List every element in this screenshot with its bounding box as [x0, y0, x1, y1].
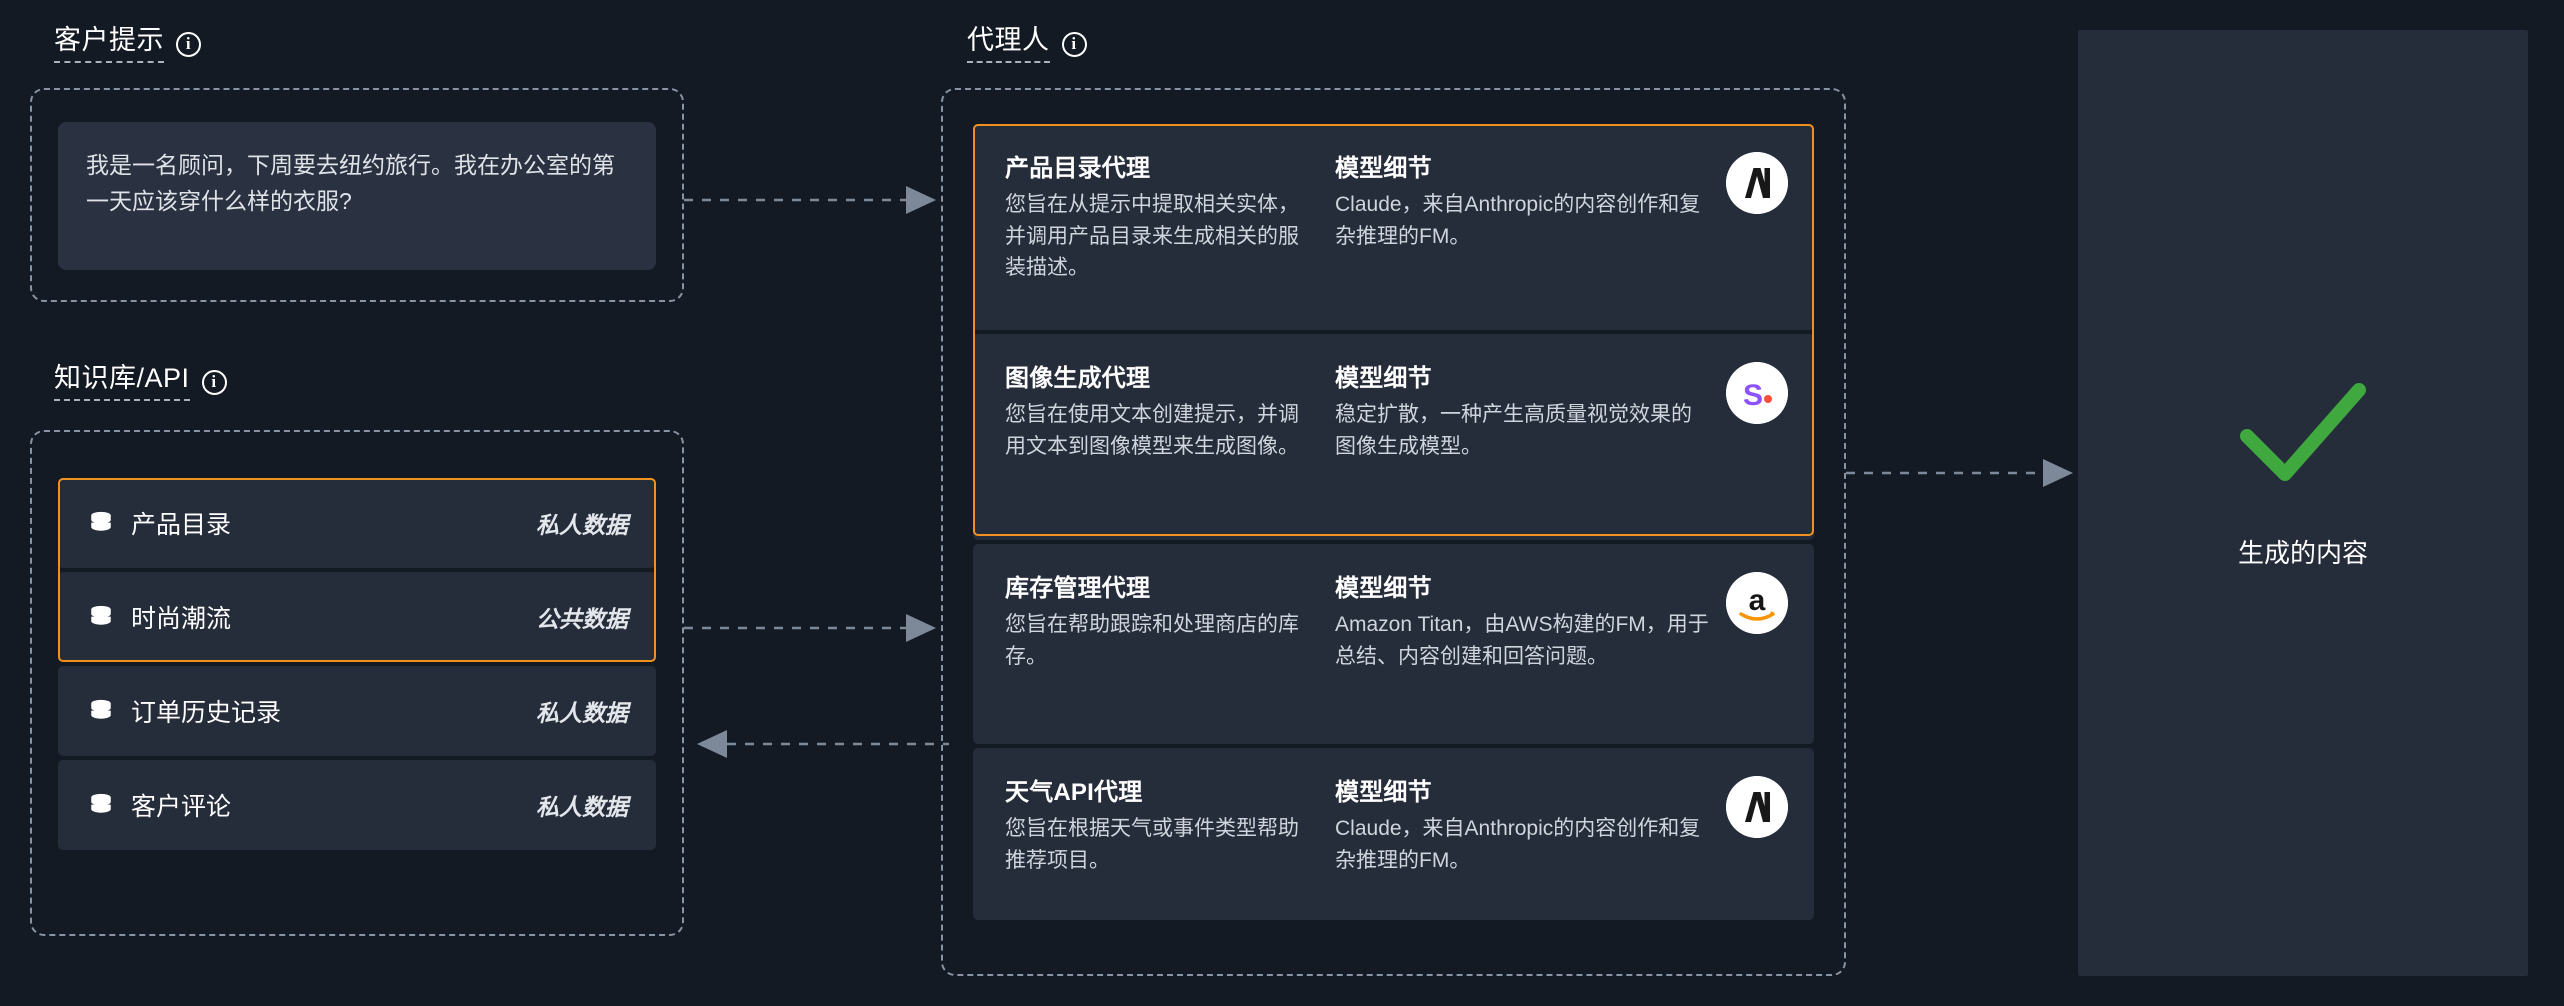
agent-info-column: 天气API代理您旨在根据天气或事件类型帮助推荐项目。: [1005, 772, 1335, 876]
database-icon: [88, 698, 114, 724]
info-icon[interactable]: i: [1061, 31, 1087, 57]
knowledge-base-row[interactable]: 时尚潮流 公共数据: [58, 572, 656, 662]
knowledge-base-tag: 私人数据: [536, 700, 628, 726]
knowledge-base-name: 时尚潮流: [131, 605, 232, 633]
connector-kb-to-agents: [684, 614, 936, 642]
knowledge-base-name: 产品目录: [131, 511, 232, 539]
model-description: 稳定扩散，一种产生高质量视觉效果的图像生成模型。: [1335, 403, 1692, 458]
knowledge-base-row-left: 客户评论: [88, 787, 231, 823]
knowledge-base-tag: 公共数据: [536, 606, 628, 632]
customer-prompt-bubble: 我是一名顾问，下周要去纽约旅行。我在办公室的第一天应该穿什么样的衣服?: [58, 122, 656, 270]
knowledge-base-row[interactable]: 订单历史记录 私人数据: [58, 666, 656, 756]
database-icon: [88, 792, 114, 818]
model-description: Claude，来自Anthropic的内容创作和复杂推理的FM。: [1335, 193, 1701, 248]
green-checkmark-icon: [2239, 380, 2367, 489]
agent-info-column: 图像生成代理您旨在使用文本创建提示，并调用文本到图像模型来生成图像。: [1005, 358, 1335, 462]
knowledge-base-row[interactable]: 客户评论 私人数据: [58, 760, 656, 850]
amazon-logo: a: [1726, 572, 1788, 634]
agent-description: 您旨在从提示中提取相关实体，并调用产品目录来生成相关的服装描述。: [1005, 193, 1299, 279]
generated-content-panel: 生成的内容: [2078, 30, 2528, 976]
connector-prompt-to-agents: [684, 186, 936, 214]
model-details-heading: 模型细节: [1335, 779, 1432, 806]
agent-description: 您旨在根据天气或事件类型帮助推荐项目。: [1005, 817, 1299, 872]
knowledge-base-tag: 私人数据: [536, 794, 628, 820]
customer-prompt-label-text: 客户提示: [54, 25, 164, 63]
agent-title: 库存管理代理: [1005, 575, 1151, 602]
svg-text:S: S: [1743, 379, 1763, 412]
agent-description: 您旨在帮助跟踪和处理商店的库存。: [1005, 613, 1299, 668]
agent-info-column: 产品目录代理您旨在从提示中提取相关实体，并调用产品目录来生成相关的服装描述。: [1005, 148, 1335, 284]
connector-agents-to-kb: [697, 730, 949, 758]
model-description: Amazon Titan，由AWS构建的FM，用于总结、内容创建和回答问题。: [1335, 613, 1709, 668]
database-icon: [88, 604, 114, 630]
customer-prompt-group: [30, 88, 684, 302]
agent-description: 您旨在使用文本创建提示，并调用文本到图像模型来生成图像。: [1005, 403, 1299, 458]
agent-model-column: 模型细节稳定扩散，一种产生高质量视觉效果的图像生成模型。: [1335, 358, 1720, 462]
info-icon[interactable]: i: [176, 31, 201, 57]
agent-model-column: 模型细节 Amazon Titan，由AWS构建的FM，用于总结、内容创建和回答问…: [1335, 568, 1720, 672]
knowledge-base-row-left: 产品目录: [88, 505, 231, 541]
knowledge-base-tag: 私人数据: [536, 512, 628, 538]
knowledge-base-name: 客户评论: [131, 793, 232, 821]
model-details-heading: 模型细节: [1335, 155, 1432, 182]
knowledge-base-row-left: 订单历史记录: [88, 693, 281, 729]
agent-card[interactable]: 产品目录代理您旨在从提示中提取相关实体，并调用产品目录来生成相关的服装描述。模型…: [973, 124, 1814, 330]
database-icon: [88, 510, 114, 536]
agents-label-text: 代理人: [967, 25, 1050, 63]
generated-content-label: 生成的内容: [2237, 538, 2368, 568]
agent-model-column: 模型细节 Claude，来自Anthropic的内容创作和复杂推理的FM。: [1335, 772, 1720, 876]
agent-title: 图像生成代理: [1005, 365, 1151, 392]
info-icon[interactable]: i: [201, 369, 227, 395]
customer-prompt-text: 我是一名顾问，下周要去纽约旅行。我在办公室的第一天应该穿什么样的衣服?: [86, 152, 615, 214]
knowledge-base-group: [30, 430, 684, 936]
stability-logo: S: [1726, 362, 1788, 424]
anthropic-logo: [1726, 152, 1788, 214]
knowledge-base-list: 产品目录私人数据时尚潮流公共数据订单历史记录私人数据客户评论私人数据: [58, 478, 656, 850]
svg-text:a: a: [1749, 584, 1766, 617]
connector-agents-to-output: [1846, 459, 2073, 487]
agent-title: 产品目录代理: [1005, 155, 1151, 182]
knowledge-base-name: 订单历史记录: [131, 699, 282, 727]
model-description: Claude，来自Anthropic的内容创作和复杂推理的FM。: [1335, 817, 1701, 872]
agent-info-column: 库存管理代理您旨在帮助跟踪和处理商店的库存。: [1005, 568, 1335, 672]
model-details-heading: 模型细节: [1335, 575, 1432, 602]
knowledge-base-label-text: 知识库/API: [54, 363, 190, 401]
model-details-heading: 模型细节: [1335, 365, 1432, 392]
agent-cards-list: 产品目录代理您旨在从提示中提取相关实体，并调用产品目录来生成相关的服装描述。模型…: [973, 124, 1814, 920]
agent-model-column: 模型细节 Claude，来自Anthropic的内容创作和复杂推理的FM。: [1335, 148, 1720, 252]
anthropic-logo: [1726, 776, 1788, 838]
knowledge-base-section-label: 知识库/API i: [54, 363, 227, 401]
agent-title: 天气API代理: [1005, 779, 1143, 806]
agents-group: [941, 88, 1846, 976]
knowledge-base-row-left: 时尚潮流: [88, 599, 231, 635]
agents-section-label: 代理人 i: [967, 25, 1087, 63]
knowledge-base-row[interactable]: 产品目录 私人数据: [58, 478, 656, 568]
customer-prompt-section-label: 客户提示 i: [54, 25, 201, 63]
agent-card[interactable]: 图像生成代理您旨在使用文本创建提示，并调用文本到图像模型来生成图像。模型细节稳定…: [973, 334, 1814, 540]
